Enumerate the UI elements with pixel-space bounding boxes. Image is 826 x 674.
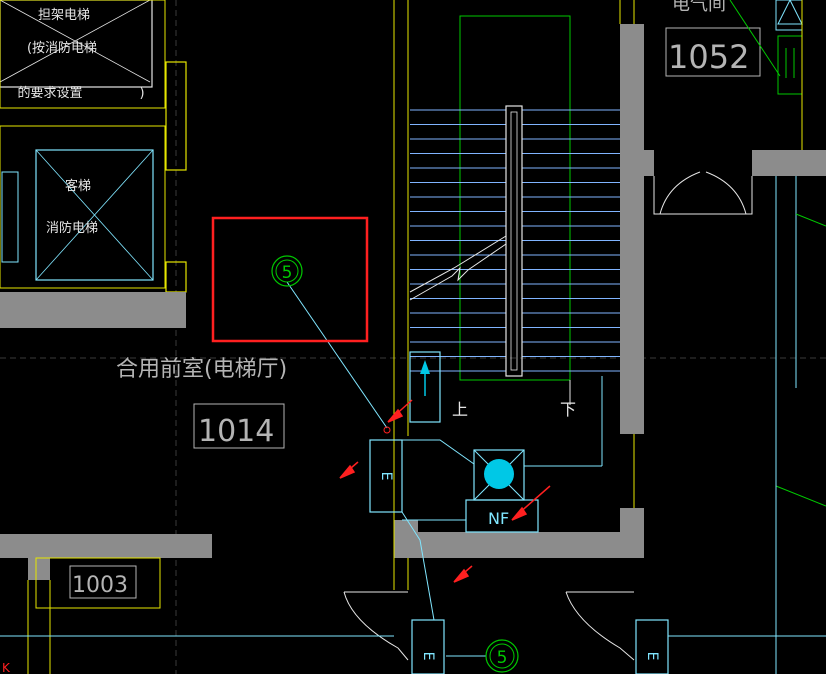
room-number-1052: 1052 bbox=[668, 38, 749, 76]
nf-device-label: NF bbox=[488, 509, 509, 528]
wall-stair-bottom-right bbox=[620, 508, 644, 558]
up-arrow-icon bbox=[420, 360, 430, 374]
elevator-car-bottom bbox=[35, 149, 154, 281]
wall-stair-right bbox=[620, 24, 644, 434]
room-number-1003: 1003 bbox=[72, 573, 128, 598]
wiring-node bbox=[383, 426, 391, 434]
room-name-top-right: 电气间 bbox=[672, 0, 726, 15]
hydrant-box-frame bbox=[409, 351, 441, 423]
nf-device[interactable]: NF bbox=[465, 499, 539, 533]
room-name-label: 合用前室(电梯厅) bbox=[116, 357, 287, 382]
elevator-x-top-b bbox=[0, 0, 151, 83]
wall-stair-right-notch bbox=[644, 150, 654, 176]
wall-left-lower bbox=[0, 534, 212, 558]
bottom-device-e-left[interactable]: E bbox=[411, 619, 445, 674]
callout-5-bottom[interactable]: 5 bbox=[485, 639, 519, 673]
stair-walls bbox=[393, 0, 635, 590]
elevator-shaft-bottom-wall bbox=[0, 125, 166, 289]
bottom-device-e-right-frame bbox=[635, 619, 669, 674]
elevator-top-label-1: 担架电梯 bbox=[38, 8, 90, 23]
wall-left-upper bbox=[0, 292, 186, 328]
elevator-shaft-top[interactable] bbox=[0, 0, 166, 109]
bottom-device-e-right[interactable]: E bbox=[635, 619, 669, 674]
room-number-1014: 1014 bbox=[198, 414, 274, 449]
elevator-x-bottom-b bbox=[35, 149, 154, 281]
fan-icon bbox=[484, 459, 514, 489]
bottom-device-e-left-frame bbox=[411, 619, 445, 674]
door-swing-bottom bbox=[343, 591, 635, 661]
elevator-labels: 担架电梯 (按消防电梯 的要求设置 ) 客梯 消防电梯 bbox=[17, 8, 144, 236]
callout-circle-outer bbox=[271, 255, 303, 287]
bottom-device-e-left-label: E bbox=[420, 652, 436, 661]
stair-outline-green bbox=[459, 15, 571, 381]
callout-5[interactable]: 5 bbox=[271, 255, 303, 287]
elevator-car-top bbox=[0, 0, 153, 88]
wall-stair-bottom bbox=[394, 532, 644, 558]
red-pointer-arrows bbox=[339, 399, 551, 583]
left-bottom-lines bbox=[0, 580, 826, 674]
callout-circle-inner bbox=[275, 259, 299, 283]
elevator-shaft-bottom[interactable] bbox=[0, 125, 166, 289]
top-right-equipment bbox=[729, 0, 826, 674]
elevator-counterweight bbox=[1, 171, 19, 263]
wall-stair-bottom-left bbox=[394, 520, 418, 558]
bottom-device-e-right-label: E bbox=[644, 652, 660, 661]
walls bbox=[0, 24, 826, 580]
stair-treads bbox=[410, 109, 620, 372]
wiring-lines bbox=[286, 281, 603, 657]
elevator-2-label-2: 消防电梯 bbox=[46, 220, 98, 236]
room-number-1014-box[interactable] bbox=[193, 403, 285, 449]
room-number-1052-box[interactable] bbox=[665, 27, 761, 77]
device-e-panel[interactable]: E bbox=[369, 439, 403, 513]
wall-right-top bbox=[752, 150, 826, 176]
stair-up-label: 上 bbox=[452, 400, 468, 419]
nf-device-frame bbox=[465, 499, 539, 533]
elevator-2-label-1: 客梯 bbox=[65, 178, 91, 194]
elevator-top-label-2: (按消防电梯 bbox=[27, 40, 97, 56]
callout-number: 5 bbox=[282, 263, 293, 283]
device-e-frame bbox=[369, 439, 403, 513]
device-e-label: E bbox=[378, 472, 394, 481]
hydrant-box[interactable] bbox=[409, 351, 441, 423]
stair-handrail-inner bbox=[510, 111, 518, 371]
callout-bottom-circle-outer bbox=[485, 639, 519, 673]
edge-marker: K bbox=[2, 661, 11, 674]
stair-down-label: 下 bbox=[560, 400, 576, 419]
callout-bottom-number: 5 bbox=[497, 648, 508, 668]
elevator-top-label-paren: ) bbox=[139, 86, 144, 101]
door-swing-right bbox=[653, 171, 753, 215]
room-number-1003-frame bbox=[35, 557, 161, 609]
wall-left-lower-stub bbox=[28, 558, 50, 580]
elevator-shaft-top-wall bbox=[0, 0, 166, 109]
stair-break-line bbox=[409, 232, 507, 301]
selection-highlight-box[interactable] bbox=[211, 216, 369, 343]
room-number-1003-box[interactable] bbox=[69, 565, 137, 599]
elevator-top-label-3: 的要求设置 bbox=[17, 85, 82, 101]
callout-bottom-circle-inner bbox=[489, 643, 515, 669]
